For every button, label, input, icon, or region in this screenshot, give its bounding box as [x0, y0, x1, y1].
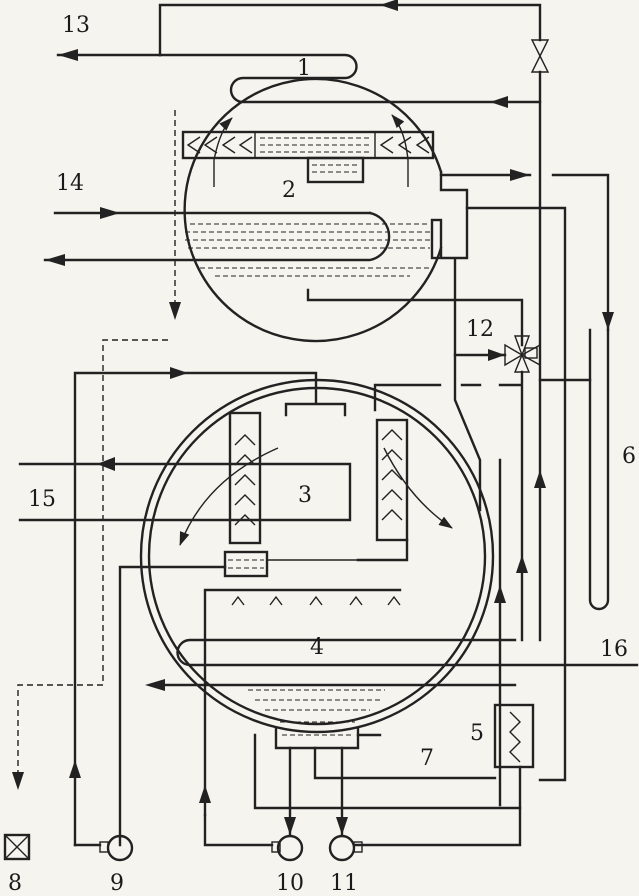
label-14: 14 [56, 171, 84, 196]
label-3: 3 [298, 483, 312, 508]
eliminator-strip [181, 114, 435, 187]
label-13: 13 [62, 13, 90, 38]
flow-arrow-left [179, 447, 279, 546]
flow-arrow-right [383, 447, 453, 529]
label-6: 6 [622, 444, 636, 469]
piping [12, 0, 614, 847]
spray-header [203, 588, 402, 817]
label-8: 8 [8, 871, 22, 896]
label-5: 5 [470, 721, 484, 746]
label-10: 10 [276, 871, 304, 896]
label-12: 12 [466, 317, 494, 342]
label-11: 11 [330, 871, 358, 896]
chevron-columns [223, 411, 409, 578]
label-15: 15 [28, 487, 56, 512]
trap-8 [3, 833, 31, 861]
generator-bundle [43, 211, 443, 277]
label-7: 7 [420, 746, 434, 771]
pump-10 [271, 834, 304, 862]
top-distributor [284, 378, 347, 417]
label-16: 16 [600, 637, 628, 662]
pump-11 [328, 834, 363, 862]
label-1: 1 [297, 56, 311, 81]
evaporator-coil [176, 638, 639, 667]
pump-9 [99, 834, 134, 862]
label-9: 9 [110, 871, 124, 896]
lower-shell [139, 378, 495, 750]
label-2: 2 [282, 178, 296, 203]
label-4: 4 [310, 635, 324, 660]
upper-shell [183, 77, 469, 343]
condenser-coil [158, 53, 542, 104]
